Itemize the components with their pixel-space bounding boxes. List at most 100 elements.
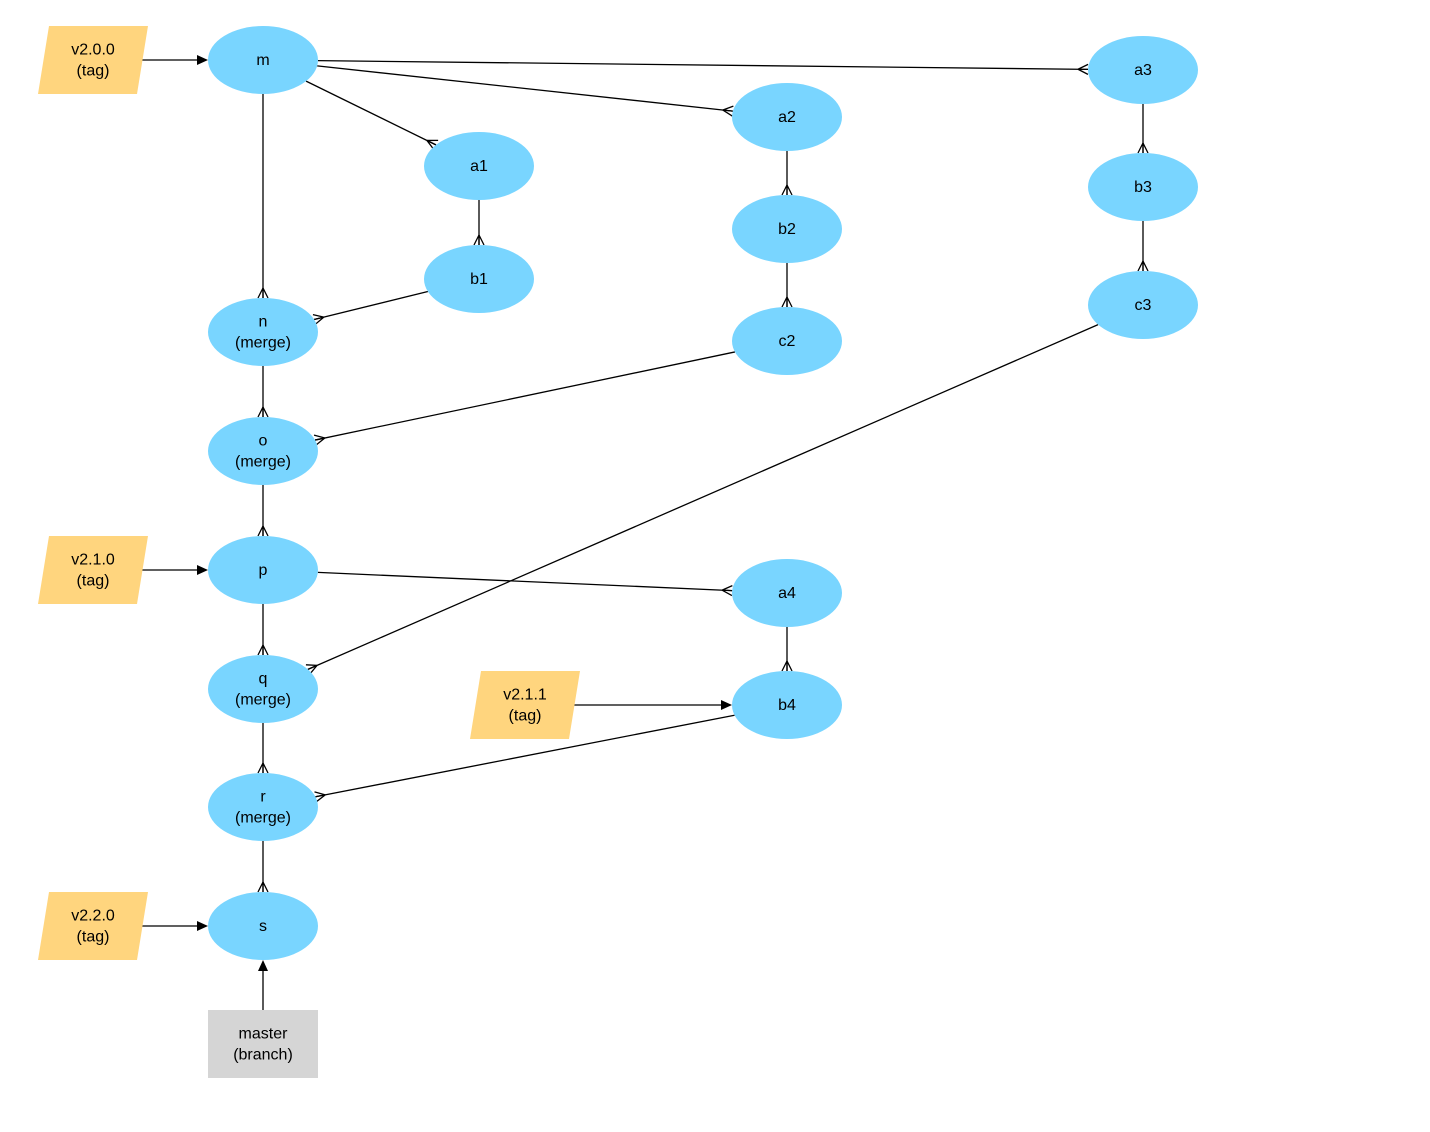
commit-node-c2[interactable]: c2 [732, 307, 842, 375]
edge-t200-m [138, 55, 208, 65]
node-label: v2.2.0 [71, 908, 115, 925]
arrowhead-icon [197, 921, 208, 931]
node-label: a3 [1134, 62, 1152, 79]
edge-a2-b2 [781, 151, 793, 196]
crow-arrowhead-icon [781, 184, 793, 196]
edge-b1-n [312, 290, 429, 325]
commit-ellipse [208, 536, 318, 604]
commit-node-b1[interactable]: b1 [424, 245, 534, 313]
node-label: s [259, 918, 267, 935]
edge-t220-s [138, 921, 208, 931]
edges-layer [138, 55, 1149, 1010]
nodes-layer: m a1 b1 n (merge) o(merge) p q (merge) r(merge) s a… [38, 26, 1198, 1078]
tag-parallelogram [470, 671, 580, 739]
crow-arrowhead-icon [257, 644, 269, 656]
node-label: a2 [778, 109, 796, 126]
node-label: r [260, 789, 266, 806]
commit-node-a4[interactable]: a4 [732, 559, 842, 627]
node-label: o [259, 433, 268, 450]
crow-arrowhead-icon [1137, 260, 1149, 272]
node-label: (merge) [235, 335, 291, 352]
tag-node-t210[interactable]: v2.1.0(tag) [38, 536, 148, 604]
node-label: (merge) [235, 692, 291, 709]
node-label: a1 [470, 158, 488, 175]
node-label: (tag) [77, 63, 110, 80]
commit-ellipse [208, 773, 318, 841]
edge-line [314, 351, 736, 441]
commit-node-b3[interactable]: b3 [1088, 153, 1198, 221]
commit-node-m[interactable]: m [208, 26, 318, 94]
crow-arrowhead-icon [313, 434, 326, 446]
commit-ellipse [1088, 36, 1198, 104]
edge-a1-b1 [473, 200, 485, 246]
tag-node-t220[interactable]: v2.2.0 (tag) [38, 892, 148, 960]
node-label: (tag) [77, 929, 110, 946]
commit-node-c3[interactable]: c3 [1088, 271, 1198, 339]
tag-node-t211[interactable]: v2.1.1(tag) [470, 671, 580, 739]
arrowhead-icon [721, 700, 732, 710]
crow-arrowhead-icon [1077, 63, 1089, 75]
commit-ellipse [208, 892, 318, 960]
edge-line [317, 59, 1089, 71]
node-label: b1 [470, 271, 488, 288]
arrowhead-icon [197, 565, 208, 575]
commit-node-a3[interactable]: a3 [1088, 36, 1198, 104]
edge-line [305, 80, 437, 146]
crow-arrowhead-icon [257, 525, 269, 537]
crow-arrowhead-icon [781, 296, 793, 308]
edge-b3-c3 [1137, 221, 1149, 272]
commit-node-p[interactable]: p [208, 536, 318, 604]
branch-box [208, 1010, 318, 1078]
node-label: c3 [1135, 297, 1152, 314]
commit-node-a1[interactable]: a1 [424, 132, 534, 200]
commit-ellipse [732, 307, 842, 375]
commit-ellipse [1088, 271, 1198, 339]
crow-arrowhead-icon [721, 585, 733, 597]
node-label: v2.1.1 [503, 687, 547, 704]
commit-node-s[interactable]: s [208, 892, 318, 960]
edge-m-n [257, 94, 269, 299]
commit-ellipse [208, 26, 318, 94]
crow-arrowhead-icon [781, 660, 793, 672]
crow-arrowhead-icon [257, 287, 269, 299]
branch-node-master[interactable]: master(branch) [208, 1010, 318, 1078]
commit-ellipse [1088, 153, 1198, 221]
tag-node-t200[interactable]: v2.0.0 (tag) [38, 26, 148, 94]
node-label: v2.0.0 [71, 42, 115, 59]
tag-parallelogram [38, 26, 148, 94]
crow-arrowhead-icon [722, 105, 734, 117]
commit-node-a2[interactable]: a2 [732, 83, 842, 151]
edge-t210-p [138, 565, 208, 575]
edge-b2-c2 [781, 263, 793, 308]
node-label: p [259, 562, 268, 579]
edge-m-a2 [317, 65, 734, 117]
crow-arrowhead-icon [473, 234, 485, 246]
commit-ellipse [208, 417, 318, 485]
arrowhead-icon [258, 960, 268, 971]
crow-arrowhead-icon [314, 791, 326, 803]
node-label: m [256, 52, 269, 69]
edge-a4-b4 [781, 627, 793, 672]
commit-ellipse [732, 559, 842, 627]
edge-line [307, 324, 1099, 670]
commit-node-b4[interactable]: b4 [732, 671, 842, 739]
node-label: a4 [778, 585, 796, 602]
edge-m-a1 [305, 80, 439, 150]
edge-line [313, 290, 429, 321]
edge-o-p [257, 485, 269, 537]
tag-parallelogram [38, 536, 148, 604]
crow-arrowhead-icon [257, 406, 269, 418]
commit-ellipse [424, 132, 534, 200]
node-label: b4 [778, 697, 796, 714]
tag-parallelogram [38, 892, 148, 960]
commit-node-r[interactable]: r(merge) [208, 773, 318, 841]
commit-node-q[interactable]: q (merge) [208, 655, 318, 723]
edge-c3-q [305, 324, 1099, 675]
commit-node-b2[interactable]: b2 [732, 195, 842, 263]
edge-line [317, 571, 733, 592]
commit-node-o[interactable]: o(merge) [208, 417, 318, 485]
commit-node-n[interactable]: n (merge) [208, 298, 318, 366]
node-label: v2.1.0 [71, 552, 115, 569]
node-label: n [259, 314, 268, 331]
node-label: q [259, 671, 268, 688]
